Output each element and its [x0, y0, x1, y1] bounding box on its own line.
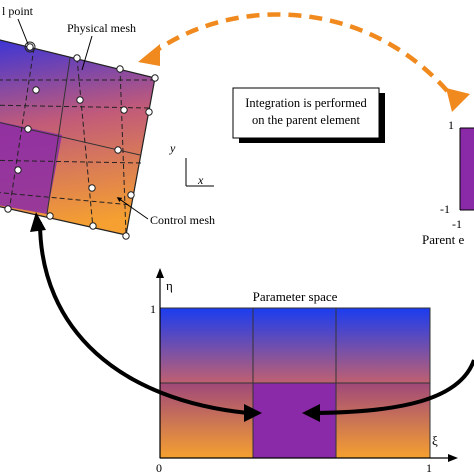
eta-one-tick: 1 [150, 302, 156, 316]
corner-mark-icon [24, 41, 36, 53]
solid-arrowhead-into-element-left [244, 404, 262, 422]
control-mesh-leader [116, 197, 149, 220]
integration-note [232, 87, 385, 143]
y-axis-label: y [169, 141, 176, 155]
solid-arrowhead-into-element-right [302, 404, 320, 422]
control-mesh-label: Control mesh [150, 213, 215, 227]
dashed-arrowhead-right [446, 88, 470, 112]
xi-axis-label: ξ [432, 433, 438, 448]
parent-caption: Parent e [422, 232, 464, 247]
physical-mesh [0, 39, 159, 240]
integration-line-2: on the parent element [252, 113, 360, 127]
parent-tick-top: 1 [448, 118, 454, 132]
parent-tick-left: -1 [452, 217, 462, 231]
solid-arrow-left [38, 221, 249, 415]
parent-tick-bottom: -1 [440, 202, 450, 216]
integration-line-1: Integration is performed [245, 96, 367, 110]
solid-arrow-right [315, 359, 474, 415]
parameter-space-title: Parameter space [253, 289, 338, 304]
physical-mesh-label: Physical mesh [67, 21, 136, 35]
corner-point-label: l point [2, 4, 34, 18]
parent-element [459, 127, 474, 211]
eta-axis-label: η [166, 278, 173, 293]
xi-zero-tick: 0 [156, 461, 162, 474]
xy-axes [185, 158, 214, 187]
parameter-space [156, 268, 458, 462]
physical-mesh-leader [81, 35, 93, 71]
dashed-arrowhead-left [138, 44, 160, 66]
solid-arrowhead-up-left [30, 212, 46, 232]
x-axis-label: x [197, 173, 204, 187]
dashed-mapping-arrow [148, 12, 457, 102]
corner-point-leader [17, 18, 29, 45]
xi-one-tick: 1 [426, 461, 432, 474]
highlighted-element [253, 383, 336, 458]
